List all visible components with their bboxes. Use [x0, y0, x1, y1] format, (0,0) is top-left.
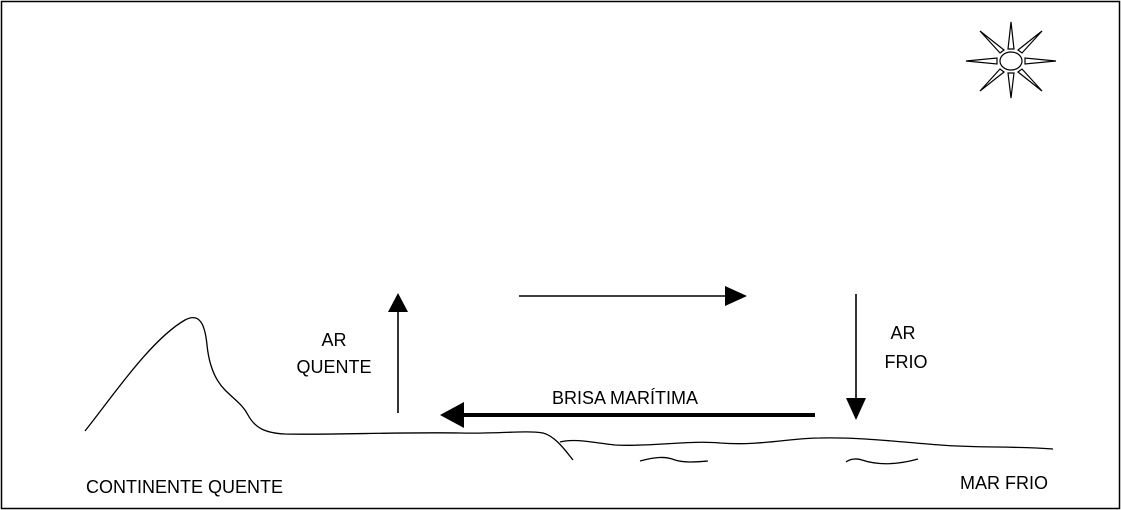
- sea-breeze-arrow: [440, 402, 815, 428]
- hot-continent-label: CONTINENTE QUENTE: [86, 477, 283, 497]
- cold-air-label-line1: AR: [890, 323, 915, 343]
- sea-surface: [559, 437, 1054, 450]
- wave-2: [845, 458, 919, 465]
- cold-sea-label: MAR FRIO: [960, 473, 1048, 493]
- hot-air-label-line2: QUENTE: [296, 357, 371, 377]
- sun-icon: [965, 21, 1057, 99]
- cold-air-label-line2: FRIO: [885, 352, 928, 372]
- wave-1: [639, 456, 709, 463]
- land-profile: [84, 317, 574, 461]
- upper-air-arrow: [519, 286, 747, 306]
- rising-air-arrow: [388, 293, 408, 413]
- sea-breeze-label: BRISA MARÍTIMA: [552, 388, 698, 408]
- sinking-air-arrow: [846, 294, 866, 420]
- hot-air-label-line1: AR: [321, 330, 346, 350]
